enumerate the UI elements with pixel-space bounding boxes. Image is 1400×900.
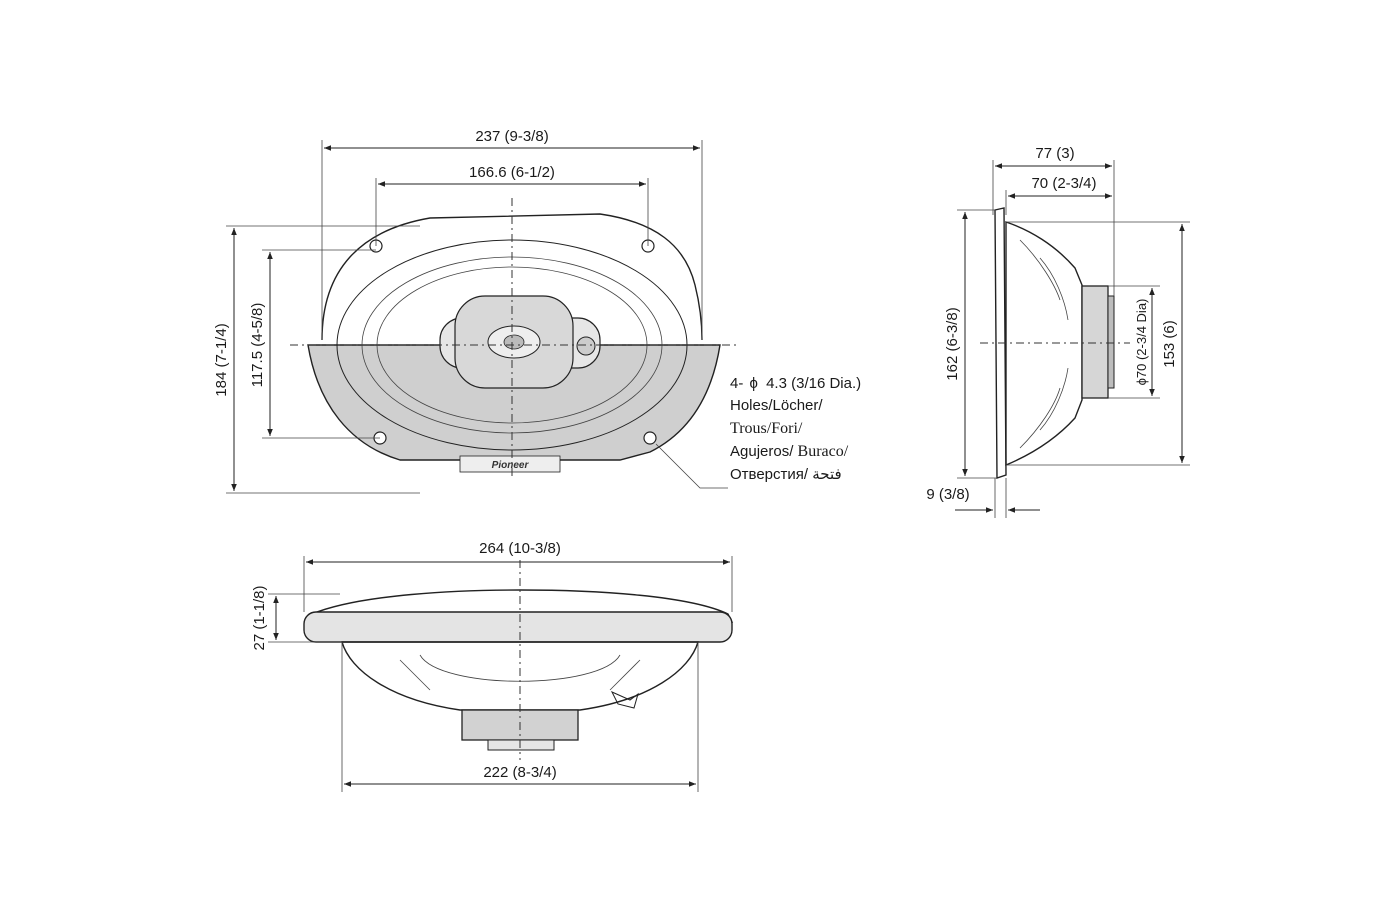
bottom-basket (341, 641, 699, 711)
svg-text:Отверстия/ فتحة: Отверстия/ فتحة (730, 466, 842, 483)
dim-front-width-overall: 237 (9-3/8) (475, 128, 548, 145)
dim-front-hole-spacing-horizontal: 166.6 (6-1/2) (469, 164, 555, 181)
bottom-grille (306, 589, 734, 623)
holes-note-line5-russian: Отверстия/ (730, 466, 809, 483)
bottom-view: 264 (10-3/8) 27 (1-1/8) 222 (8-3/4) (251, 540, 734, 792)
bottom-terminal (610, 690, 639, 709)
front-outer-outline (321, 213, 703, 341)
holes-note-size: 4.3 (3/16 Dia.) (766, 375, 861, 392)
dim-side-height-basket: 153 (6) (1161, 320, 1178, 368)
svg-text:4- ϕ 4.3 (3/16 Dia: 4- ϕ 4.3 (3/16 Dia.) (730, 375, 861, 392)
dim-side-magnet-diameter: ϕ70 (2-3/4 Dia) (1134, 299, 1149, 386)
holes-note-line2: Holes/Löcher/ (730, 397, 823, 414)
svg-text:Agujeros/ Buraco/: Agujeros/ Buraco/ (730, 443, 849, 460)
front-hole-bottom-right (643, 431, 657, 445)
side-basket (1005, 221, 1083, 467)
hole-note-leader (655, 443, 728, 489)
dim-side-flange-thickness: 9 (3/8) (926, 486, 969, 503)
dim-bottom-width-basket: 222 (8-3/4) (483, 764, 556, 781)
dim-side-depth-overall: 77 (3) (1035, 145, 1074, 162)
holes-note-diameter-symbol: ϕ (750, 375, 758, 392)
side-view: 77 (3) 70 (2-3/4) 162 (6-3/8) ϕ70 (2-3/4… (926, 145, 1190, 518)
holes-note-line5-arabic: فتحة (812, 466, 841, 483)
dim-front-height-overall: 184 (7-1/4) (213, 323, 230, 396)
holes-note-prefix: 4- (730, 375, 743, 392)
front-brand-plate (459, 455, 561, 473)
holes-note-line4-portuguese: Buraco/ (798, 443, 849, 460)
holes-note: 4- ϕ 4.3 (3/16 Dia.) Holes/Löcher/ Trous… (730, 375, 861, 483)
side-flange (994, 207, 1007, 479)
dim-front-hole-spacing-vertical: 117.5 (4-5/8) (249, 303, 266, 388)
front-view: Pioneer 237 (9-3/8) 166.6 (6-1/2) 184 (7… (213, 128, 740, 494)
dim-side-height-flange: 162 (6-3/8) (944, 307, 961, 380)
front-tweeter-assembly (439, 295, 601, 389)
holes-note-line3: Trous/Fori/ (730, 420, 803, 437)
holes-note-line4-spanish: Agujeros/ (730, 443, 794, 460)
dim-bottom-width-overall: 264 (10-3/8) (479, 540, 561, 557)
bottom-flange-rim (303, 611, 733, 643)
front-brand-logo: Pioneer (492, 460, 530, 471)
dim-side-depth-mounting: 70 (2-3/4) (1031, 175, 1096, 192)
dim-bottom-height-top: 27 (1-1/8) (251, 585, 268, 650)
side-magnet (1081, 285, 1109, 399)
